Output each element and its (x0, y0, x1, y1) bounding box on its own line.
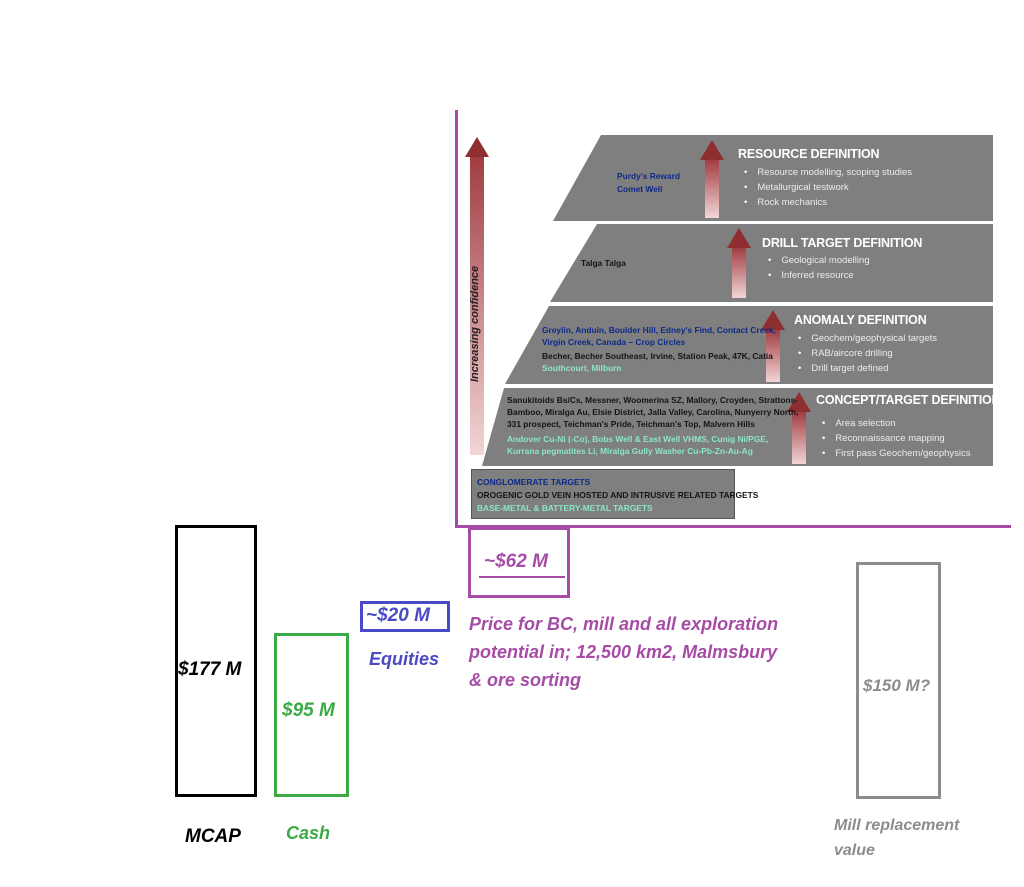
project-name: Comet Well (617, 184, 663, 194)
project-name: Andover Cu-Ni (-Co), Bobs Well & East We… (507, 434, 769, 444)
layer-bullet: Resource modelling, scoping studies (744, 167, 912, 178)
exploration-description-line: Price for BC, mill and all exploration (469, 614, 779, 634)
layer-title: CONCEPT/TARGET DEFINITION (816, 393, 1001, 407)
exploration-value: ~$62 M (484, 551, 548, 572)
equities-box (360, 601, 450, 632)
confidence-label: Increasing confidence (469, 265, 481, 382)
layer-bullet: Rock mechanics (744, 197, 827, 208)
project-name: Bamboo, Miralga Au, Elsie District, Jall… (507, 407, 799, 417)
layer-title: DRILL TARGET DEFINITION (762, 236, 923, 250)
pyramid-layer-anomaly (505, 306, 993, 384)
project-name: 331 prospect, Teichman's Pride, Teichman… (507, 419, 755, 429)
layer-title: RESOURCE DEFINITION (738, 147, 880, 161)
mill-label-line: value (834, 842, 875, 859)
layer-bullet: Drill target defined (798, 363, 888, 374)
exploration-value-underline (479, 576, 565, 578)
mcap-label: MCAP (185, 826, 241, 847)
mill-box (856, 562, 941, 799)
legend-item: OROGENIC GOLD VEIN HOSTED AND INTRUSIVE … (477, 490, 759, 500)
project-name: Virgin Creek, Canada – Crop Circles (542, 337, 686, 347)
cash-box (274, 633, 349, 797)
project-name: Greylin, Anduin, Boulder Hill, Edney's F… (542, 325, 776, 335)
up-arrow-icon (727, 228, 751, 298)
layer-bullet: Metallurgical testwork (744, 182, 848, 193)
mill-label-line: Mill replacement (834, 817, 960, 834)
up-arrow-icon (787, 392, 811, 464)
project-name: Kurrana pegmatites Li, Miralga Gully Was… (507, 446, 753, 456)
layer-title: ANOMALY DEFINITION (794, 313, 927, 327)
confidence-arrow (465, 137, 489, 455)
exploration-description-line: potential in; 12,500 km2, Malmsbury (469, 642, 778, 662)
project-name: Becher, Becher Southeast, Irvine, Statio… (542, 351, 773, 361)
layer-bullet: Area selection (822, 418, 895, 429)
layer-bullet: Reconnaissance mapping (822, 433, 944, 444)
layer-bullet: RAB/aircore drilling (798, 348, 892, 359)
project-name: Talga Talga (581, 258, 626, 268)
vertical-axis-line (455, 110, 458, 528)
exploration-description-line: & ore sorting (469, 670, 582, 690)
legend-item: CONGLOMERATE TARGETS (477, 477, 591, 487)
equities-label: Equities (369, 649, 440, 669)
mcap-box (175, 525, 257, 797)
layer-bullet: Geological modelling (768, 255, 869, 266)
mcap-value: $177 M (178, 659, 242, 680)
up-arrow-icon (700, 140, 724, 218)
exploration-box (468, 527, 570, 598)
project-name: Purdy's Reward (617, 171, 680, 181)
mill-value: $150 M? (863, 676, 931, 695)
cash-label: Cash (286, 823, 331, 843)
horizontal-axis-line (455, 525, 1011, 528)
equities-value: ~$20 M (366, 605, 430, 626)
project-name: Sanukitoids Bs/Cs, Messner, Woomerina SZ… (507, 395, 799, 405)
layer-bullet: Inferred resource (768, 270, 853, 281)
up-arrow-icon (761, 310, 785, 382)
project-name: Southcourt, Milburn (542, 363, 622, 373)
layer-bullet: First pass Geochem/geophysics (822, 448, 970, 459)
legend-item: BASE-METAL & BATTERY-METAL TARGETS (477, 503, 653, 513)
cash-value: $95 M (282, 700, 335, 721)
target-type-legend: CONGLOMERATE TARGETS OROGENIC GOLD VEIN … (471, 469, 758, 519)
layer-bullet: Geochem/geophysical targets (798, 333, 937, 344)
